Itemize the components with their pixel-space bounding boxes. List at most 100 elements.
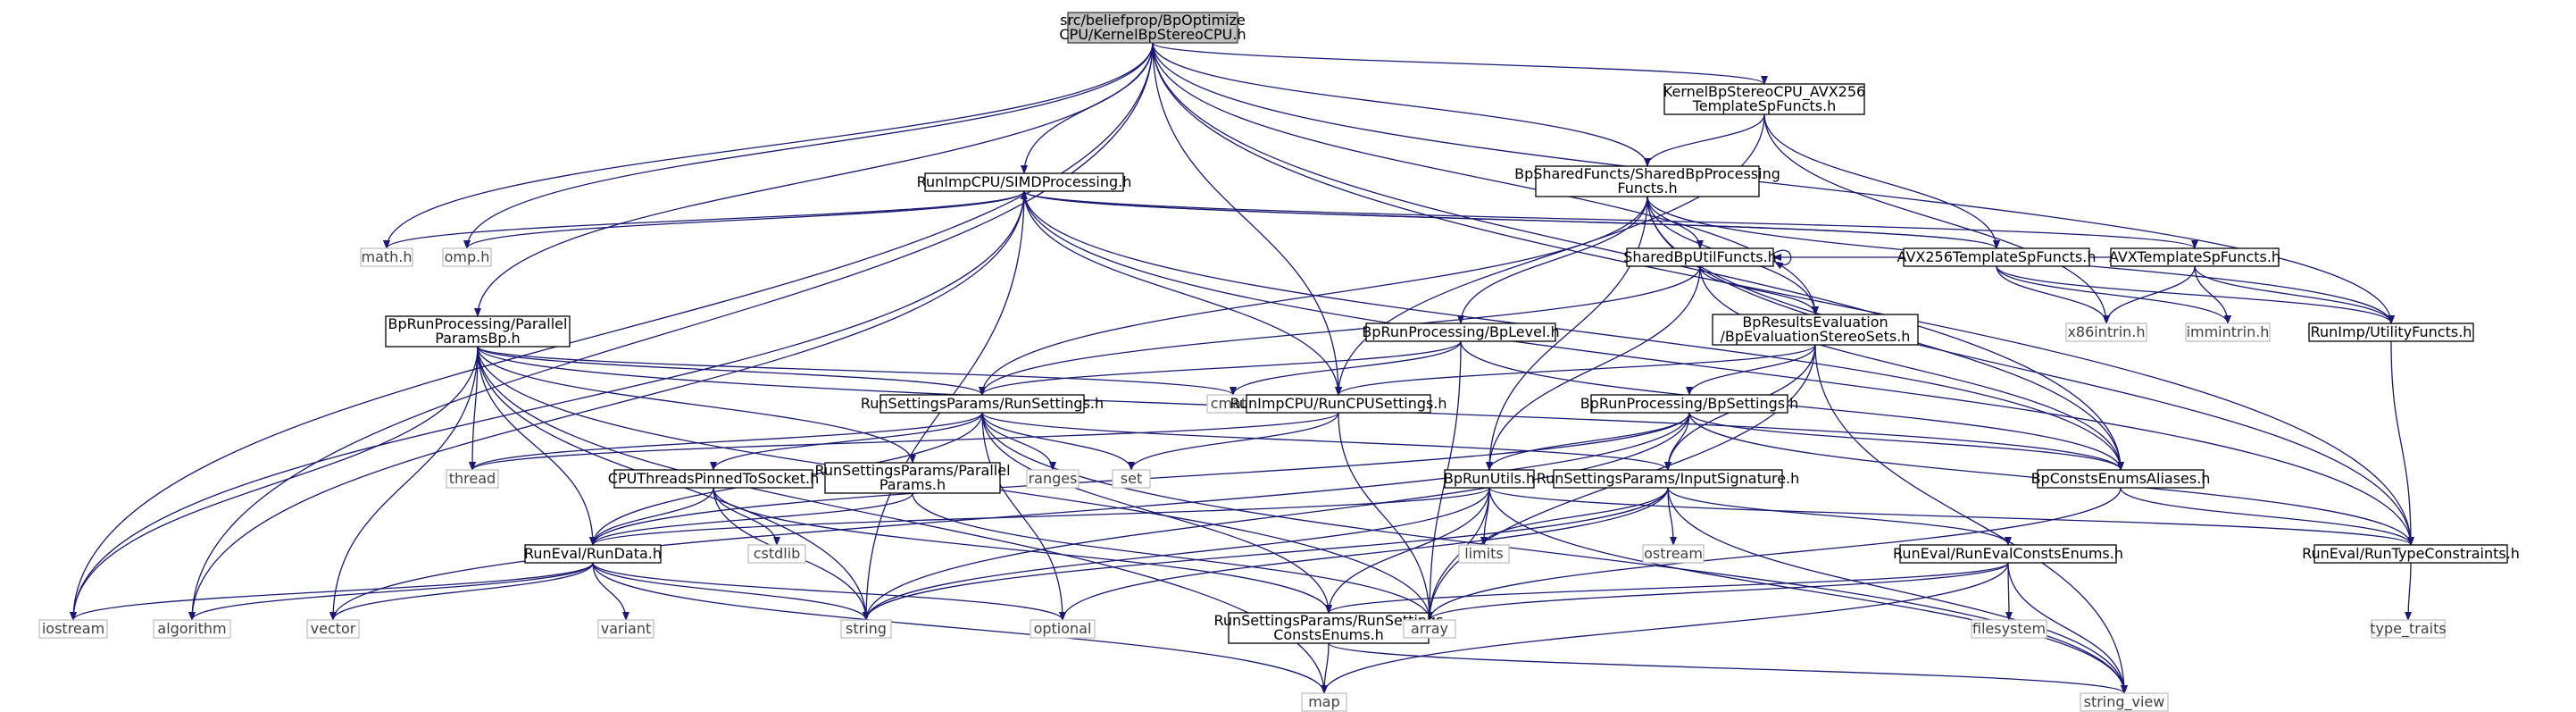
- edge-rundata-to-string: [592, 562, 870, 621]
- node-box: [1026, 469, 1080, 489]
- edge-rundata-to-iostream: [70, 562, 594, 621]
- edge-runsettings-to-cputhreads: [710, 412, 983, 471]
- node-sharedbputil[interactable]: SharedBpUtilFuncts.h: [1623, 247, 1777, 267]
- edge-parallelparamsbp-to-rundata: [477, 346, 596, 546]
- edge-avx256templ-to-x86intrin: [1996, 265, 2110, 324]
- node-label: cmath: [1211, 395, 1256, 412]
- node-label: BpRunProcessing/BpSettings.h: [1580, 395, 1799, 412]
- node-simd[interactable]: RunImpCPU/SIMDProcessing.h: [917, 172, 1132, 192]
- node-bpconsts[interactable]: BpConstsEnumsAliases.h: [2031, 469, 2211, 489]
- node-label: optional: [1034, 620, 1092, 637]
- node-typetraits: type_traits: [2370, 619, 2447, 639]
- edge-rundata-to-optional: [592, 562, 1066, 621]
- node-label: RunSettingsParams/RunSettings.h: [861, 395, 1104, 412]
- node-inputsig[interactable]: RunSettingsParams/InputSignature.h: [1537, 469, 1800, 489]
- node-map: map: [1301, 692, 1347, 712]
- edge-bprunutils-to-rsconsts: [1325, 487, 1490, 614]
- node-box: [360, 247, 413, 267]
- edge-parallelparamsbp-to-vector: [329, 346, 479, 621]
- node-label: RunSettingsParams/Parallel: [814, 462, 1010, 479]
- edge-bpconsts-to-array: [1426, 487, 2122, 621]
- node-label: string: [846, 620, 887, 637]
- edge-main-to-omph: [463, 42, 1154, 249]
- node-label: BpResultsEvaluation: [1742, 314, 1888, 331]
- edge-parallelparamsbp-to-thread: [469, 346, 479, 471]
- node-label: filesystem: [1972, 620, 2046, 637]
- node-utilityfuncts[interactable]: RunImp/UtilityFuncts.h: [2308, 322, 2474, 342]
- node-bprunutils[interactable]: BpRunUtils.h: [1444, 469, 1535, 489]
- node-runcpusettings[interactable]: RunImpCPU/RunCPUSettings.h: [1230, 394, 1447, 414]
- edge-rsconsts-to-map: [1321, 642, 1330, 694]
- node-bplevel[interactable]: BpRunProcessing/BpLevel.h: [1362, 322, 1560, 342]
- edge-sharedbputil-to-bpconsts: [1699, 265, 2124, 471]
- node-box: [1712, 314, 1919, 346]
- edge-parallelparamsbp-to-runsettings: [477, 346, 986, 396]
- node-rundata[interactable]: RunEval/RunData.h: [524, 544, 662, 564]
- node-label: omp.h: [445, 248, 490, 265]
- edge-bplevel-to-runsettings: [979, 340, 1462, 396]
- node-label: BpRunProcessing/Parallel: [388, 315, 568, 332]
- edge-runsettings-to-ranges: [981, 412, 1056, 471]
- edge-rundata-to-map: [592, 562, 1328, 694]
- node-main[interactable]: src/beliefprop/BpOptimizeCPU/KernelBpSte…: [1059, 12, 1246, 44]
- node-algorithm: algorithm: [153, 619, 231, 639]
- edge-avx256tsf-to-avx256templ: [1763, 113, 2000, 249]
- edge-runevalconsts-to-array: [1426, 562, 2009, 621]
- node-box: [1112, 469, 1151, 489]
- edge-bpsettings-to-vector: [329, 412, 1690, 621]
- node-runtypeconstraints[interactable]: RunEval/RunTypeConstraints.h: [2302, 544, 2520, 564]
- node-stringview: string_view: [2080, 692, 2169, 712]
- node-box: [1971, 619, 2047, 639]
- node-array: array: [1403, 619, 1456, 639]
- node-cputhreads[interactable]: CPUThreadsPinnedToSocket.h: [608, 469, 819, 489]
- node-label: Params.h: [880, 476, 946, 493]
- node-label: string_view: [2084, 693, 2165, 711]
- node-label: RunImp/UtilityFuncts.h: [2311, 323, 2472, 340]
- node-box: [2037, 469, 2205, 489]
- node-thread: thread: [446, 469, 499, 489]
- node-label: immintrin.h: [2187, 323, 2270, 340]
- edge-sharedbpproc-to-bplevel: [1457, 196, 1648, 324]
- node-label: AVXTemplateSpFuncts.h: [2109, 248, 2280, 265]
- node-runevalconsts[interactable]: RunEval/RunEvalConstsEnums.h: [1893, 544, 2123, 564]
- node-ranges: ranges: [1026, 469, 1080, 489]
- node-bpsettings[interactable]: BpRunProcessing/BpSettings.h: [1580, 394, 1799, 414]
- node-label: iostream: [42, 620, 104, 637]
- node-label: BpSharedFuncts/SharedBpProcessing: [1514, 165, 1780, 182]
- node-avx256tsf[interactable]: KernelBpStereoCPU_AVX256TemplateSpFuncts…: [1663, 83, 1865, 115]
- node-box: [1444, 469, 1535, 489]
- node-rsconsts[interactable]: RunSettingsParams/RunSettingsConstsEnums…: [1213, 612, 1444, 644]
- node-box: [2080, 692, 2169, 712]
- node-box: [2185, 322, 2271, 342]
- node-label: Functs.h: [1617, 180, 1677, 197]
- node-box: [1553, 469, 1783, 489]
- node-avx256templ[interactable]: AVX256TemplateSpFuncts.h: [1897, 247, 2097, 267]
- edge-runcpusettings-to-array: [1338, 412, 1433, 621]
- node-avxtempl[interactable]: AVXTemplateSpFuncts.h: [2109, 247, 2280, 267]
- node-box: [1228, 612, 1430, 644]
- edge-runsettings-to-optional: [981, 412, 1066, 621]
- edge-cputhreads-to-cstdlib: [713, 487, 780, 546]
- node-runsettings[interactable]: RunSettingsParams/RunSettings.h: [861, 394, 1104, 414]
- nodes-layer: src/beliefprop/BpOptimizeCPU/KernelBpSte…: [38, 12, 2520, 712]
- edge-bpconsts-to-runtypeconstraints: [2120, 487, 2414, 546]
- node-sharedbpproc[interactable]: BpSharedFuncts/SharedBpProcessingFuncts.…: [1514, 165, 1780, 197]
- edge-avxtempl-to-utilityfuncts: [2194, 265, 2395, 324]
- node-box: [153, 619, 231, 639]
- node-box: [1642, 544, 1705, 564]
- node-label: RunImpCPU/SIMDProcessing.h: [917, 173, 1132, 190]
- edge-simd-to-runcpusettings: [1023, 190, 1342, 396]
- edge-runevalconsts-to-stringview: [2007, 562, 2128, 694]
- node-box: [524, 544, 662, 564]
- node-bpresults[interactable]: BpResultsEvaluation/BpEvaluationStereoSe…: [1712, 314, 1919, 346]
- edge-avxtempl-to-immintrin: [2194, 265, 2231, 324]
- node-label: RunImpCPU/RunCPUSettings.h: [1230, 395, 1446, 412]
- node-label: cstdlib: [754, 545, 801, 562]
- edge-main-to-utilityfuncts: [1152, 42, 2395, 324]
- node-box: [2110, 247, 2280, 267]
- node-label: math.h: [361, 248, 412, 265]
- node-box: [1663, 83, 1865, 115]
